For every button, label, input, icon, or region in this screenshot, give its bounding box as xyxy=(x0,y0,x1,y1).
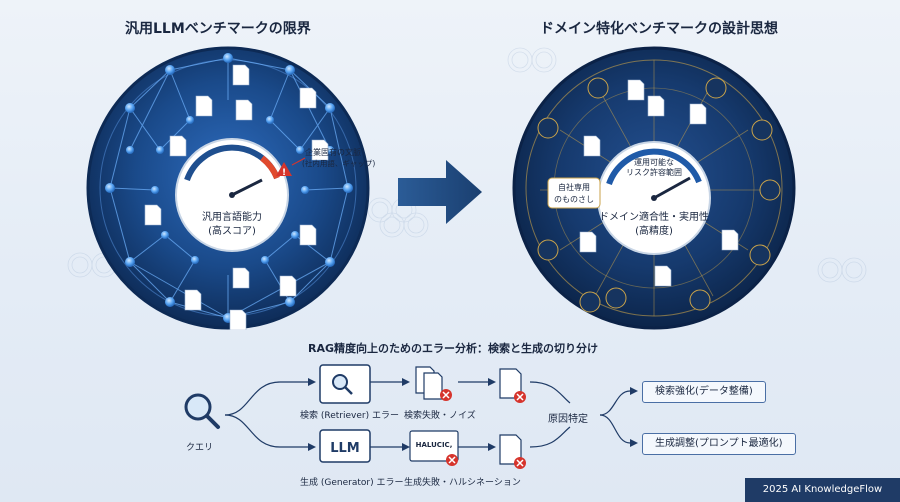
hallucination-text: HALUCIC, xyxy=(416,441,453,449)
retriever-icon xyxy=(319,364,371,404)
document-icons xyxy=(144,64,329,330)
warning-icon: ! xyxy=(276,162,292,178)
own-yardstick-label-1: 自社専用 xyxy=(558,182,590,192)
right-gauge-arc xyxy=(606,148,702,186)
right-gauge-label-2: (高精度) xyxy=(635,224,673,237)
footer-credit: 2025 AI KnowledgeFlow xyxy=(745,478,900,502)
query-label: クエリ xyxy=(186,443,214,453)
action-retrieval-enhancement: 検索強化(データ整備) xyxy=(642,381,766,403)
warning-label-1: 企業固有の文脈 xyxy=(305,147,361,157)
arrowheads xyxy=(308,378,638,451)
domain-icon-badges xyxy=(537,77,781,313)
generation-result-doc-icon xyxy=(499,434,526,469)
gauge-needle xyxy=(231,178,263,197)
root-cause-label: 原因特定 xyxy=(548,414,588,425)
right-gauge-top-2: リスク許容範囲 xyxy=(626,167,682,177)
retrieval-result-doc-icon xyxy=(499,368,526,403)
left-gauge-label-1: 汎用言語能力 xyxy=(202,210,262,223)
right-panel-title: ドメイン特化ベンチマークの設計思想 xyxy=(540,21,778,37)
left-network-circle: ! 汎用言語能力 (高スコア) 企業固有の文脈 (社内用語、ギャップ) xyxy=(86,46,375,330)
llm-icon: LLM xyxy=(319,429,371,463)
right-gauge-label-1: ドメイン適合性・実用性 xyxy=(599,210,709,223)
transition-arrow xyxy=(398,160,482,224)
left-gauge-label-2: (高スコア) xyxy=(208,224,256,237)
generator-error-label: 生成 (Generator) エラー xyxy=(300,478,404,488)
right-domain-circle: 運用可能な リスク許容範囲 ドメイン適合性・実用性 (高精度) 自社専用 のもの… xyxy=(512,46,796,330)
domain-document-icons xyxy=(579,79,739,287)
rag-section-title: RAG精度向上のためのエラー分析：検索と生成の切り分け xyxy=(308,342,599,355)
retrieval-failure-icon xyxy=(415,366,452,401)
rag-flow-diagram: LLM HALUCIC, xyxy=(184,364,638,469)
llm-text: LLM xyxy=(330,441,360,456)
right-gauge-top-1: 運用可能な xyxy=(634,157,674,167)
generation-failure-label: 生成失敗・ハルシネーション xyxy=(404,478,521,488)
left-panel-title: 汎用LLMベンチマークの限界 xyxy=(125,21,311,37)
gauge-warning-arc xyxy=(260,155,280,180)
flow-connectors xyxy=(224,381,631,448)
query-search-icon xyxy=(184,393,220,429)
retriever-error-label: 検索 (Retriever) エラー xyxy=(300,411,399,421)
hallucination-icon: HALUCIC, xyxy=(409,430,459,466)
benchmark-illustration: ! 汎用言語能力 (高スコア) 企業固有の文脈 (社内用語、ギャップ) xyxy=(67,46,867,330)
retrieval-failure-label: 検索失敗・ノイズ xyxy=(404,411,476,421)
right-gauge-needle xyxy=(653,176,691,200)
network-nodes xyxy=(105,53,353,323)
svg-text:!: ! xyxy=(282,168,286,178)
warning-label-2: (社内用語、ギャップ) xyxy=(302,158,375,168)
own-yardstick-badge xyxy=(547,177,601,209)
action-generation-tuning: 生成調整(プロンプト最適化) xyxy=(642,433,796,455)
own-yardstick-label-2: のものさし xyxy=(554,195,594,204)
